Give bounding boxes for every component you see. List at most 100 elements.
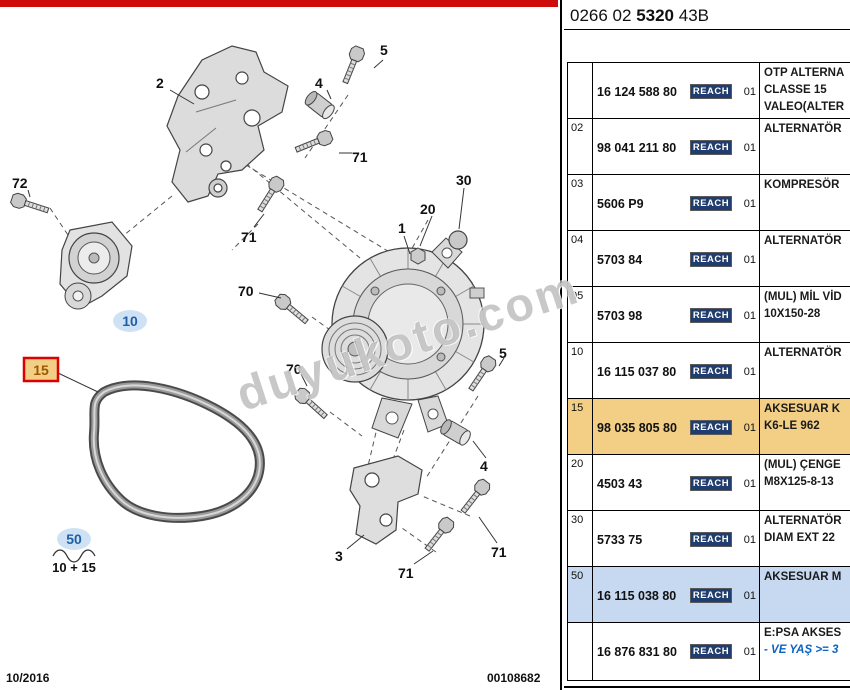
bolt-71-top [293,128,335,157]
top-red-bar [0,0,558,7]
row-item-number: 05 [568,287,593,342]
reach-badge[interactable]: REACH [690,84,732,99]
callout-4-top[interactable]: 4 [315,75,323,91]
exploded-view-diagram: 2 5 4 71 71 72 30 20 1 70 70 5 4 3 71 71 [9,42,507,581]
row-item-number [568,63,593,118]
callout-leader-lines [27,59,505,565]
row-part-cell: 4503 43 REACH 01 [593,455,759,510]
quantity: 01 [743,478,756,490]
part-number: 98 035 805 80 [597,421,677,435]
part-number: 4503 43 [597,477,643,491]
row-description: KOMPRESÖR [759,175,850,230]
description-line: CLASSE 15 [764,84,827,96]
row-description: E:PSA AKSES - VE YAŞ >= 3 [759,623,850,680]
row-description: ALTERNATÖR [759,231,850,286]
table-row[interactable]: 16 124 588 80 REACH 01 OTP ALTERNA CLASS… [568,63,850,119]
table-row[interactable]: 03 5606 P9 REACH 01 KOMPRESÖR [568,175,850,231]
callout-10-highlighted[interactable]: 10 [113,310,147,332]
reach-badge[interactable]: REACH [690,308,732,323]
reach-badge[interactable]: REACH [690,476,732,491]
quantity: 01 [743,254,756,266]
reach-badge[interactable]: REACH [690,196,732,211]
callout-30[interactable]: 30 [456,172,472,188]
reach-badge[interactable]: REACH [690,644,732,659]
description-line: (MUL) ÇENGE [764,459,841,471]
callout-50-highlight [57,528,91,550]
part-number: 5733 75 [597,533,643,547]
row-item-number: 15 [568,399,593,454]
row-part-cell: 5703 98 REACH 01 [593,287,759,342]
table-row[interactable]: 04 5703 84 REACH 01 ALTERNATÖR [568,231,850,287]
callout-71-top[interactable]: 71 [352,149,368,165]
spacer-sleeve-top [302,89,337,122]
callout-50-kit[interactable]: 50 10 + 15 [52,528,96,575]
part-number: 5606 P9 [597,197,644,211]
row-item-number: 50 [568,567,593,622]
quantity: 01 [743,142,756,154]
part-number: 16 115 037 80 [597,365,677,379]
reach-badge[interactable]: REACH [690,420,732,435]
callout-5-top[interactable]: 5 [380,42,388,58]
callout-10[interactable]: 10 [122,313,138,329]
reach-badge[interactable]: REACH [690,252,732,267]
callout-71-bottom-right[interactable]: 71 [491,544,507,560]
bolt-71-bottom-mid [421,514,457,555]
part-number: 16 876 831 80 [597,645,677,659]
row-item-number: 10 [568,343,593,398]
callout-72[interactable]: 72 [12,175,28,191]
description-line: E:PSA AKSES [764,627,842,639]
description-line: ALTERNATÖR [764,235,842,247]
footer-doc-number: 00108682 [487,671,541,685]
reach-badge[interactable]: REACH [690,140,732,155]
footer-date: 10/2016 [6,671,50,685]
table-row[interactable]: 20 4503 43 REACH 01 (MUL) ÇENGE M8X125-8… [568,455,850,511]
row-description: AKSESUAR M [759,567,850,622]
callout-71-bottom-mid[interactable]: 71 [398,565,414,581]
quantity: 01 [743,534,756,546]
bolt-70-lower [292,385,331,423]
callout-1[interactable]: 1 [398,220,406,236]
callout-71-mid[interactable]: 71 [241,229,257,245]
callout-70-left[interactable]: 70 [238,283,254,299]
callout-5-right[interactable]: 5 [499,345,507,361]
callout-20[interactable]: 20 [420,201,436,217]
quantity: 01 [743,590,756,602]
part-number: 16 115 038 80 [597,589,677,603]
mounting-bracket-lower [349,455,423,545]
callout-15[interactable]: 15 [33,362,49,378]
callout-4-lower[interactable]: 4 [480,458,488,474]
row-item-number: 30 [568,511,593,566]
description-line: ALTERNATÖR [764,123,842,135]
row-part-cell: 98 041 211 80 REACH 01 [593,119,759,174]
row-description: OTP ALTERNA CLASSE 15 VALEO(ALTER [759,63,850,118]
reach-badge[interactable]: REACH [690,532,732,547]
quantity: 01 [743,366,756,378]
part-number: 16 124 588 80 [597,85,677,99]
callout-labels: 2 5 4 71 71 72 30 20 1 70 70 5 4 3 71 71 [12,42,507,581]
row-description: AKSESUAR K K6-LE 962 [759,399,850,454]
diagram-panel: 2 5 4 71 71 72 30 20 1 70 70 5 4 3 71 71 [0,0,562,690]
table-row[interactable]: 30 5733 75 REACH 01 ALTERNATÖR DIAM EXT … [568,511,850,567]
reach-badge[interactable]: REACH [690,364,732,379]
table-row-selected[interactable]: 15 98 035 805 80 REACH 01 AKSESUAR K K6-… [568,399,850,455]
table-row[interactable]: 16 876 831 80 REACH 01 E:PSA AKSES - VE … [568,623,850,681]
row-description: (MUL) MİL VİD 10X150-28 [759,287,850,342]
code-prefix: 0266 02 [570,6,632,25]
part-number: 98 041 211 80 [597,141,677,155]
table-row[interactable]: 05 5703 98 REACH 01 (MUL) MİL VİD 10X150… [568,287,850,343]
row-part-cell: 98 035 805 80 REACH 01 [593,399,759,454]
callout-15-selected[interactable]: 15 [22,356,60,383]
row-part-cell: 5733 75 REACH 01 [593,511,759,566]
callout-70-lower[interactable]: 70 [286,361,302,377]
callout-2[interactable]: 2 [156,75,164,91]
table-row-kit[interactable]: 50 16 115 038 80 REACH 01 AKSESUAR M [568,567,850,623]
part-number: 5703 98 [597,309,643,323]
parts-table-panel: 0266 02 5320 43B 16 124 588 80 REACH 01 … [564,0,850,690]
callout-50[interactable]: 50 [66,531,82,547]
description-line: K6-LE 962 [764,420,820,432]
reach-badge[interactable]: REACH [690,588,732,603]
callout-3[interactable]: 3 [335,548,343,564]
table-row[interactable]: 10 16 115 037 80 REACH 01 ALTERNATÖR [568,343,850,399]
table-row[interactable]: 02 98 041 211 80 REACH 01 ALTERNATÖR [568,119,850,175]
mounting-bracket-upper [166,45,289,203]
